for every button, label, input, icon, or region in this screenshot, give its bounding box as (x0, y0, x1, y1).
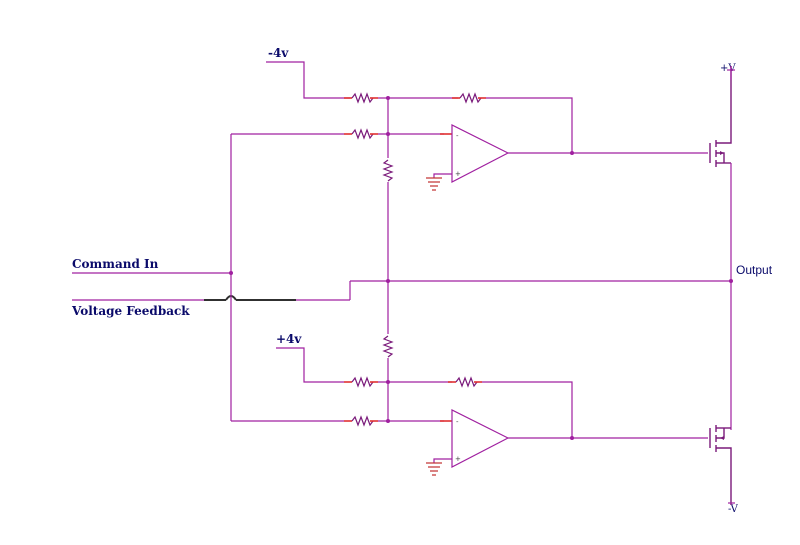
output-label: Output (736, 263, 773, 277)
resistor-icon (351, 376, 374, 388)
feedback-wire-upper (486, 97, 573, 153)
command-in-label: Command In (72, 257, 159, 271)
resistor-icon (455, 376, 478, 388)
neg-supply-label: -4v (268, 46, 289, 60)
mosfet-icon (709, 66, 732, 167)
resistor-icon (459, 92, 482, 104)
mosfet-icon (709, 425, 732, 505)
ground-icon (426, 177, 442, 191)
resistor-icon (351, 415, 374, 427)
neg-ref-wire (266, 61, 350, 99)
pos-supply-label: +4v (276, 332, 302, 346)
svg-text:-: - (456, 418, 459, 426)
op-amp-icon: - + (451, 409, 510, 468)
junction-dot (570, 151, 574, 155)
pos-ref-wire (276, 347, 344, 383)
svg-text:+: + (455, 170, 461, 178)
svg-text:+: + (455, 455, 461, 463)
voltage-feedback-label: Voltage Feedback (71, 304, 190, 318)
neg-rail-label: -V (728, 504, 739, 515)
junction-dot (229, 271, 233, 275)
resistor-icon (382, 159, 394, 182)
op-amp-icon: - + (451, 124, 510, 183)
resistor-icon (351, 128, 374, 140)
junction-dot (570, 436, 574, 440)
pos-rail-label: +V (720, 63, 736, 74)
svg-text:-: - (456, 132, 459, 140)
voltage-feedback-wire (72, 281, 351, 301)
resistor-icon (351, 92, 374, 104)
resistor-icon (382, 335, 394, 358)
ground-icon (426, 462, 442, 476)
feedback-wire-lower (482, 381, 573, 438)
